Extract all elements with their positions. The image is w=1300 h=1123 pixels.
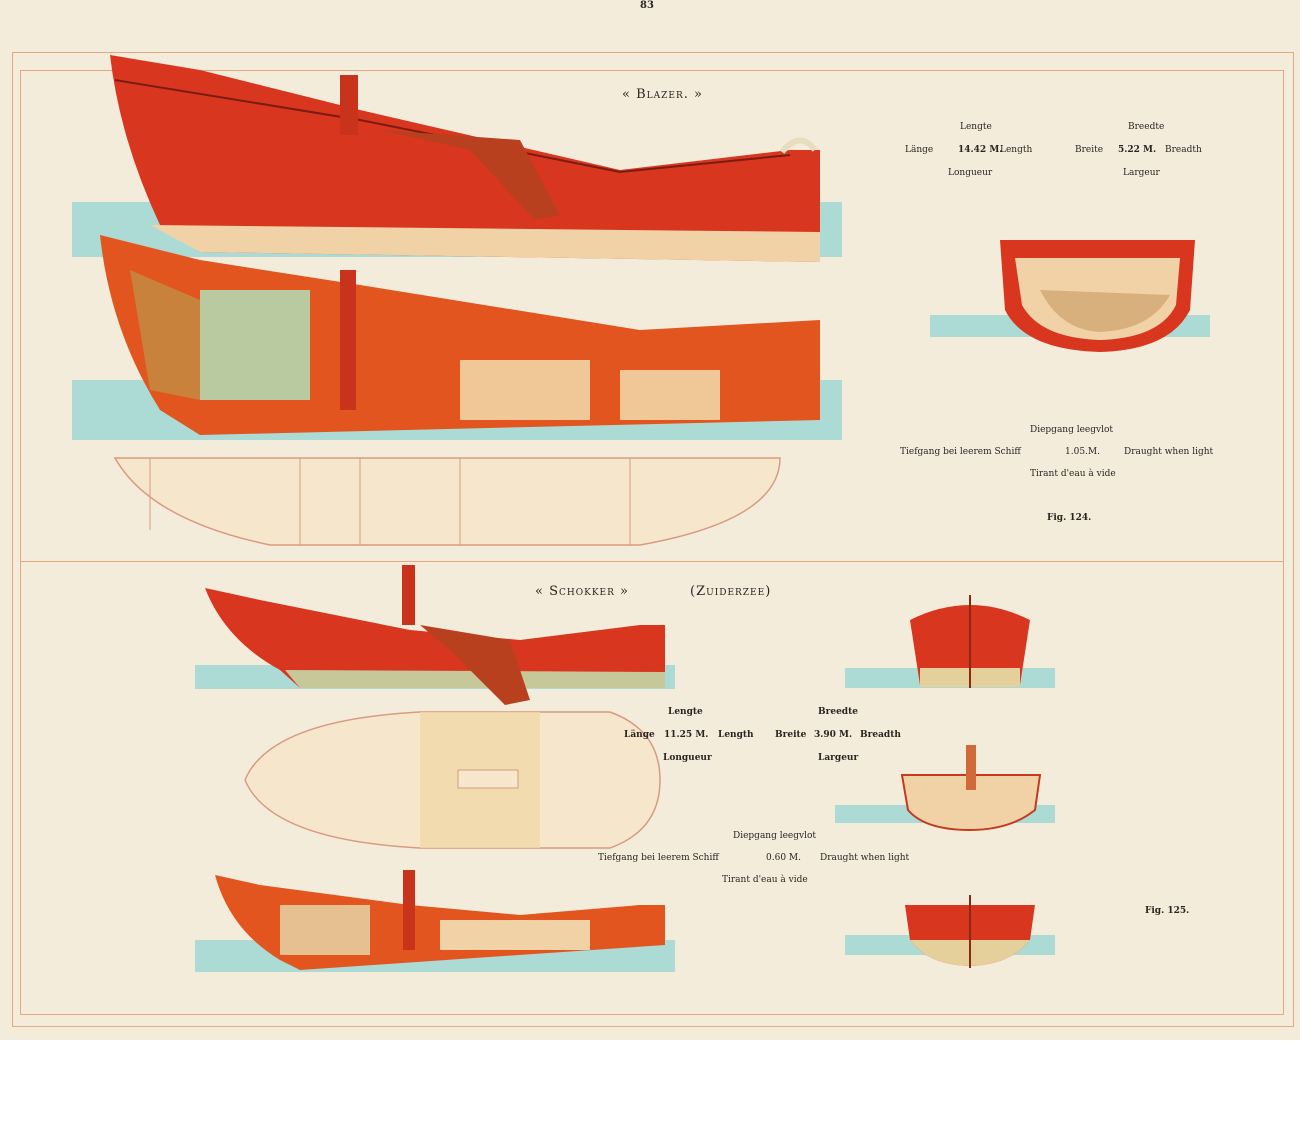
schokker-length-nl: Lengte: [668, 707, 703, 717]
blazer-title: « Blazer. »: [622, 87, 703, 102]
schokker-draught-fr: Tirant d'eau à vide: [722, 875, 808, 885]
schokker-breadth-fr: Largeur: [818, 753, 859, 763]
blazer-draught-de: Tiefgang bei leerem Schiff: [900, 447, 1021, 457]
blazer-cross-section: [930, 240, 1210, 352]
leeboard: [380, 130, 560, 220]
blazer-mast: [340, 75, 358, 135]
blazer-breadth-nl: Breedte: [1128, 122, 1165, 132]
footer-strip: [0, 1040, 1300, 1123]
schokker-cross-section-3: [845, 895, 1055, 968]
schokker-draught-en: Draught when light: [820, 853, 910, 863]
schokker-breadth-value: 3.90 M.: [814, 730, 853, 740]
schokker-breadth-nl: Breedte: [818, 707, 858, 717]
blazer-draught-value: 1.05.M.: [1065, 447, 1100, 457]
schokker-breadth-en: Breadth: [860, 730, 901, 740]
schokker-length-en: Length: [718, 730, 754, 740]
blazer-length-en: Length: [1000, 145, 1033, 155]
blazer-side-view: [72, 55, 842, 262]
blazer-length-nl: Lengte: [960, 122, 992, 132]
schokker-subtitle: (Zuiderzee): [690, 584, 772, 599]
schokker-cross-section-1: [845, 595, 1055, 688]
blazer-draught-nl: Diepgang leegvlot: [1030, 425, 1114, 435]
blazer-hull: [110, 55, 820, 262]
schokker-draught-de: Tiefgang bei leerem Schiff: [598, 853, 719, 863]
blazer-length-de: Länge: [905, 145, 934, 155]
schokker-length-de: Länge: [624, 730, 655, 740]
ship-illustrations: [72, 55, 1210, 972]
blazer-breadth-value: 5.22 M.: [1118, 145, 1157, 155]
blazer-draught-fr: Tirant d'eau à vide: [1030, 469, 1116, 479]
blazer-section-view: [72, 235, 842, 440]
blazer-plan-view: [113, 457, 781, 546]
schokker-length-value: 11.25 M.: [664, 730, 709, 740]
schokker-side-view: [195, 565, 675, 705]
schokker-draught-nl: Diepgang leegvlot: [733, 831, 817, 841]
book-page: 83: [12, 0, 1294, 1027]
blazer-breadth-en: Breadth: [1165, 145, 1202, 155]
fig-124-caption: Fig. 124.: [1047, 513, 1092, 523]
blazer-length-fr: Longueur: [948, 168, 993, 178]
schokker-breadth-de: Breite: [775, 730, 807, 740]
schokker-draught-value: 0.60 M.: [766, 853, 801, 863]
schokker-section-view: [195, 870, 675, 972]
blazer-breadth-fr: Largeur: [1123, 168, 1160, 178]
schokker-length-fr: Longueur: [663, 753, 712, 763]
blazer-draught-en: Draught when light: [1124, 447, 1214, 457]
page-border-outer: [12, 52, 1294, 1027]
fig-125-caption: Fig. 125.: [1145, 906, 1190, 916]
page-border-inner: [20, 70, 1284, 1015]
schokker-plan-view: [244, 711, 661, 849]
cabin-interior: [200, 290, 310, 400]
blazer-breadth-de: Breite: [1075, 145, 1104, 155]
page-number: 83: [640, 0, 654, 11]
blazer-hull-lower: [150, 225, 820, 262]
section-divider: [20, 561, 1284, 562]
schokker-cross-section-2: [835, 745, 1055, 832]
blazer-length-value: 14.42 M.: [958, 145, 1003, 155]
schokker-title: « Schokker »: [535, 584, 629, 599]
